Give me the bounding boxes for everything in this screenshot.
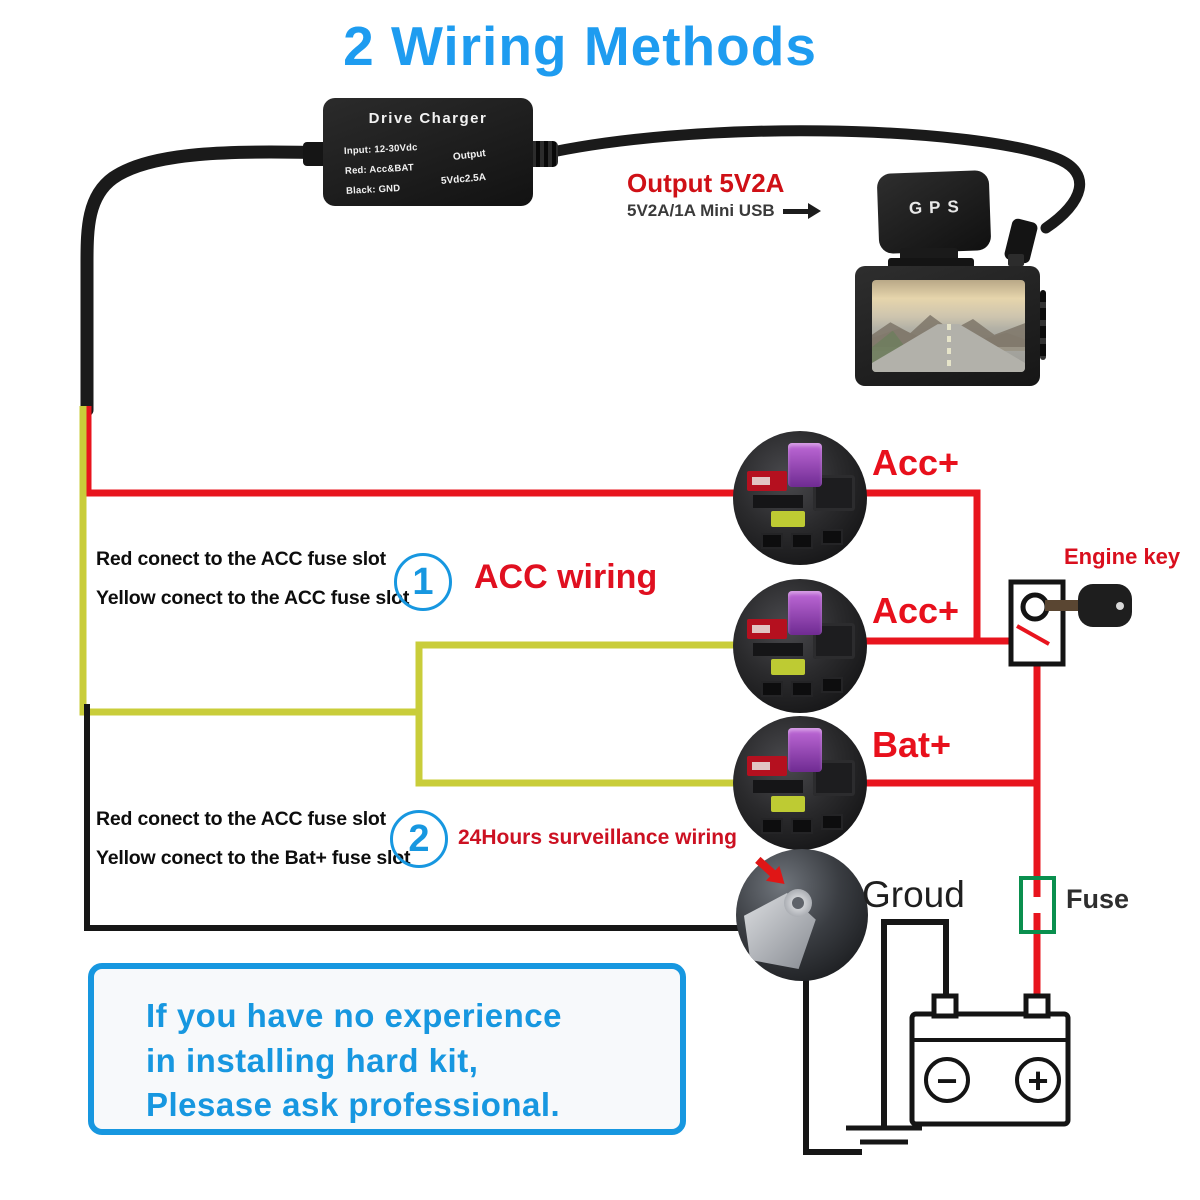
charger-specs: Input: 12-30Vdc Red: Acc&BAT Black: GND [343,138,420,202]
charger-name: Drive Charger [368,110,488,127]
yellow-fuse-icon [771,796,805,812]
method1-number-badge: 1 [394,553,452,611]
battery-symbol: − + [909,993,1071,1127]
method1-line2: Yellow conect to the ACC fuse slot [96,587,410,609]
red-mini-fuse-icon [747,619,787,639]
method2-name: 24Hours surveillance wiring [458,826,737,849]
arrow-right-icon [782,203,821,220]
gps-label: GPS [908,196,967,218]
drive-charger-module: Drive Charger Input: 12-30Vdc Red: Acc&B… [323,98,533,206]
ground-bolt [784,889,812,917]
fuse-slot-label-acc2: Acc+ [872,590,960,631]
red-wires [84,406,1041,998]
charger-output-value: 5Vdc2.5A [440,172,487,187]
notice-line2: in installing hard kit, [146,1042,479,1079]
fuse-slot-photo-1 [733,431,867,565]
purple-fuse-icon [788,728,822,772]
black-cables [80,125,1086,417]
method2-line1: Red conect to the ACC fuse slot [96,808,386,830]
notice-box: If you have no experience in installing … [88,963,686,1135]
charger-output-label: Output [452,148,487,163]
charger-right-connector [528,141,558,167]
usb-plug-tip [1008,254,1024,266]
output-note-subtitle: 5V2A/1A Mini USB [627,201,821,221]
yellow-fuse-icon [771,511,805,527]
red-mini-fuse-icon [747,471,787,491]
method1-line1: Red conect to the ACC fuse slot [96,548,386,570]
charger-black-spec: Black: GND [345,183,401,197]
yellow-fuse-icon [771,659,805,675]
fuse-slot-label-bat: Bat+ [872,724,952,765]
page-title: 2 Wiring Methods [343,15,817,77]
method2-line2: Yellow conect to the Bat+ fuse slot [96,847,411,869]
fuse-slot-label-acc1: Acc+ [872,442,960,483]
engine-key-switch [1008,579,1132,667]
key-head [1078,584,1132,627]
fuse-label: Fuse [1066,884,1130,914]
method2-instructions: Red conect to the ACC fuse slot Yellow c… [96,800,410,878]
method1-name: ACC wiring [474,558,658,596]
screen-lane-line [946,324,951,372]
output-note-text: 5V2A/1A Mini USB [627,201,775,220]
output-note-title: Output 5V2A [627,168,785,198]
switch-contact [1016,624,1050,646]
dashcam-side-buttons [1040,290,1046,360]
battery-terminal-plus [1023,993,1051,1019]
engine-key-label: Engine key [1064,544,1181,569]
notice-line1: If you have no experience [146,997,562,1034]
dashcam-screen [872,280,1025,372]
key-shaft [1045,600,1083,611]
fuse-slot-photo-3 [733,716,867,850]
purple-fuse-icon [788,443,822,487]
notice-line3: Plesase ask professional. [146,1086,561,1123]
gps-module: GPS [876,170,992,254]
charger-red-spec: Red: Acc&BAT [344,162,415,177]
fuse-slot-photo-2 [733,579,867,713]
purple-fuse-icon [788,591,822,635]
ground-wires [84,704,949,1155]
battery-plus-sign: + [1027,1060,1048,1101]
battery-minus-sign: − [936,1060,957,1101]
battery-terminal-minus [931,993,959,1019]
red-mini-fuse-icon [747,756,787,776]
fuse-symbol [1019,876,1056,934]
ground-label: Groud [862,874,965,915]
yellow-wires [79,406,748,787]
method2-number-badge: 2 [390,810,448,868]
method1-instructions: Red conect to the ACC fuse slot Yellow c… [96,540,409,618]
ignition-icon [1020,592,1050,622]
ground-point-photo [736,849,868,981]
